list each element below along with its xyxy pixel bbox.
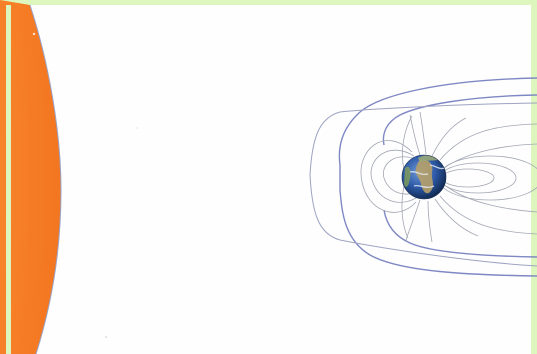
frame-inner [6, 5, 531, 354]
earth-globe-icon [402, 155, 446, 199]
space-speck [136, 127, 137, 128]
frame-left-edge [6, 5, 11, 354]
sun-speck [33, 33, 35, 35]
space-speck [105, 336, 107, 338]
